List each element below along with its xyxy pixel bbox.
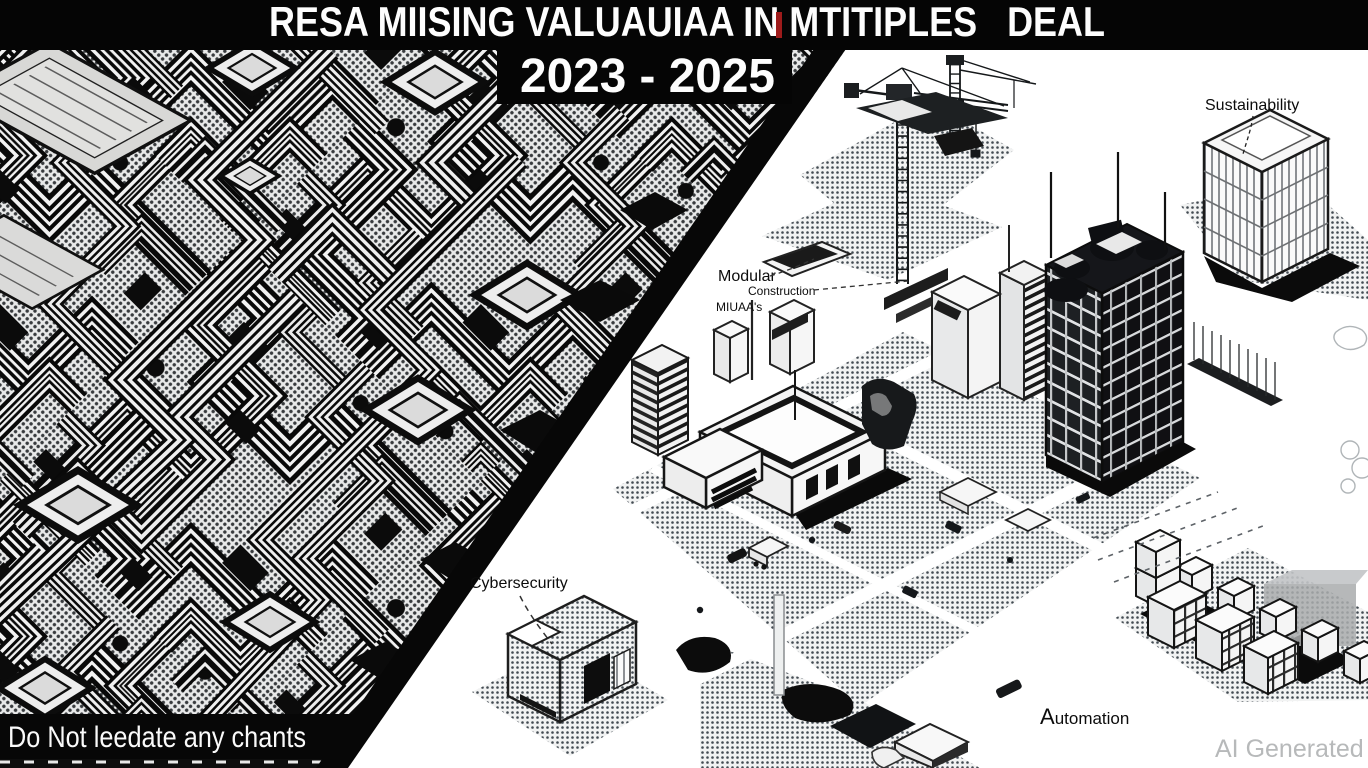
svg-text:AI Generated: AI Generated [1215,735,1364,763]
svg-text:Construction: Construction [748,284,815,298]
svg-text:2023 - 2025: 2023 - 2025 [520,50,775,103]
svg-text:MIUAA's: MIUAA's [716,300,762,314]
svg-text:Modular: Modular [718,268,776,285]
svg-text:Sustainability: Sustainability [1205,97,1299,114]
svg-text:RESA MIISING VALUAUIΑA IN MTIT: RESA MIISING VALUAUIΑA IN MTITIPLES DEAL [269,0,1105,45]
svg-text:Cybersecurity: Cybersecurity [470,575,568,592]
svg-text:Automation: Automation [1040,704,1129,729]
svg-text:Do Not leedate any chants: Do Not leedate any chants [8,721,306,754]
